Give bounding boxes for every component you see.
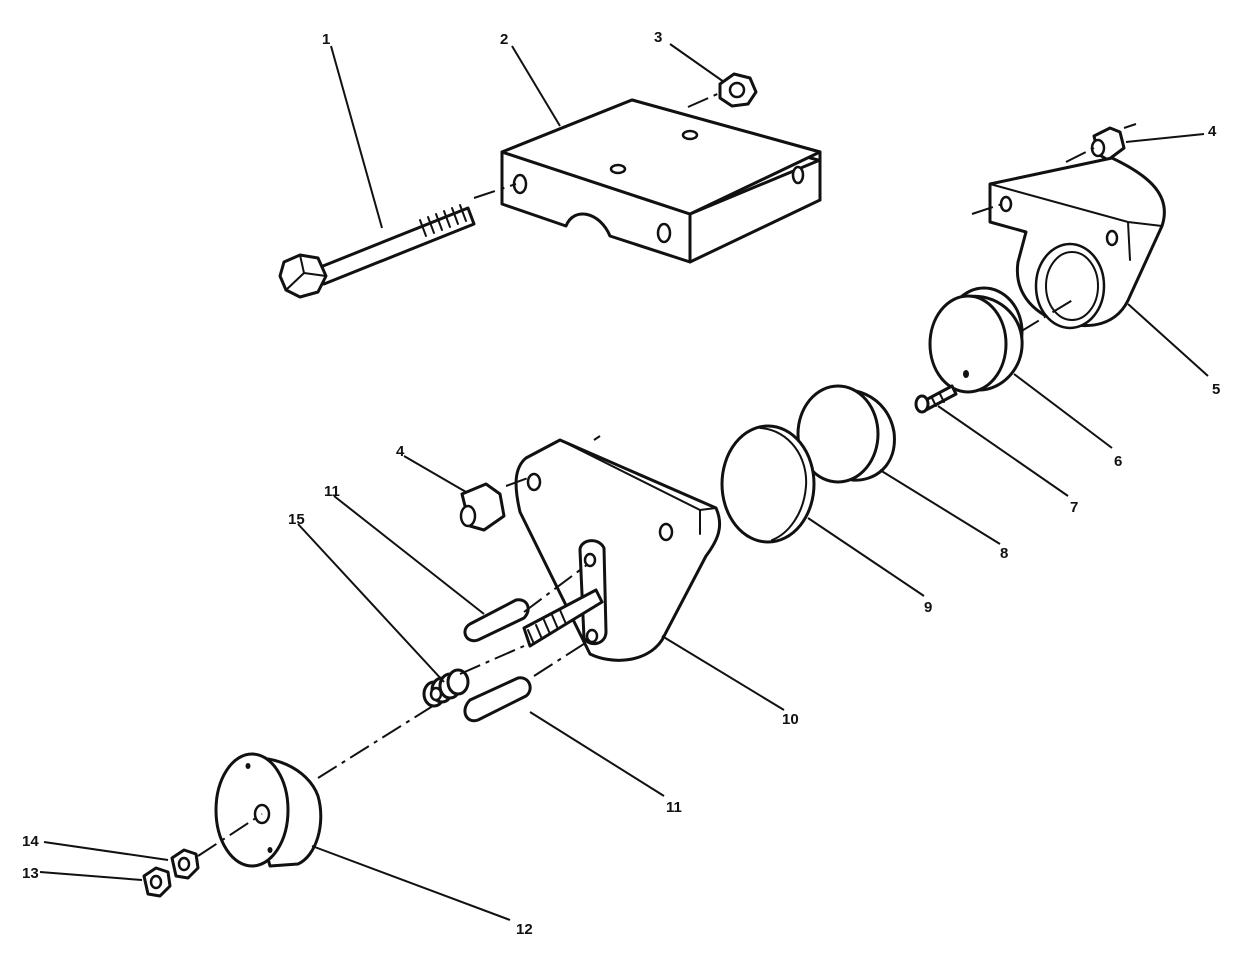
callout-4-lower: 4 bbox=[396, 443, 405, 460]
housing-main bbox=[514, 438, 722, 662]
callout-labels: 1 2 3 4 4 5 6 7 8 9 10 11 11 12 13 14 15 bbox=[22, 29, 1220, 938]
spacer-upper bbox=[1090, 126, 1126, 162]
callout-2: 2 bbox=[500, 31, 508, 48]
leader-lines bbox=[39, 43, 1209, 921]
callout-3: 3 bbox=[654, 29, 662, 46]
callout-13: 13 bbox=[22, 865, 39, 882]
knob bbox=[214, 752, 323, 868]
bolt bbox=[278, 204, 476, 299]
felt-disc-middle bbox=[796, 384, 896, 484]
callout-4-upper: 4 bbox=[1208, 123, 1217, 140]
callout-10: 10 bbox=[782, 711, 799, 728]
housing-right bbox=[988, 156, 1166, 330]
callout-12: 12 bbox=[516, 921, 533, 938]
callout-8: 8 bbox=[1000, 545, 1008, 562]
spacer-lower bbox=[459, 482, 506, 532]
screw bbox=[914, 384, 958, 414]
pin-upper bbox=[463, 598, 530, 643]
callout-5: 5 bbox=[1212, 381, 1220, 398]
callout-14: 14 bbox=[22, 833, 39, 850]
callout-15: 15 bbox=[288, 511, 305, 528]
callout-1: 1 bbox=[322, 31, 330, 48]
nut-top bbox=[718, 72, 758, 108]
callout-11-upper: 11 bbox=[324, 483, 340, 500]
callout-7: 7 bbox=[1070, 499, 1078, 516]
callout-11-lower: 11 bbox=[666, 799, 682, 816]
felt-disc-right bbox=[928, 286, 1024, 394]
cover-disc bbox=[720, 424, 816, 544]
spring bbox=[422, 668, 470, 708]
centerlines bbox=[197, 91, 1137, 857]
pin-lower bbox=[463, 676, 532, 723]
bracket bbox=[500, 98, 822, 264]
nut-14 bbox=[170, 848, 200, 880]
nut-13 bbox=[142, 866, 172, 898]
callout-6: 6 bbox=[1114, 453, 1122, 470]
callout-9: 9 bbox=[924, 599, 932, 616]
